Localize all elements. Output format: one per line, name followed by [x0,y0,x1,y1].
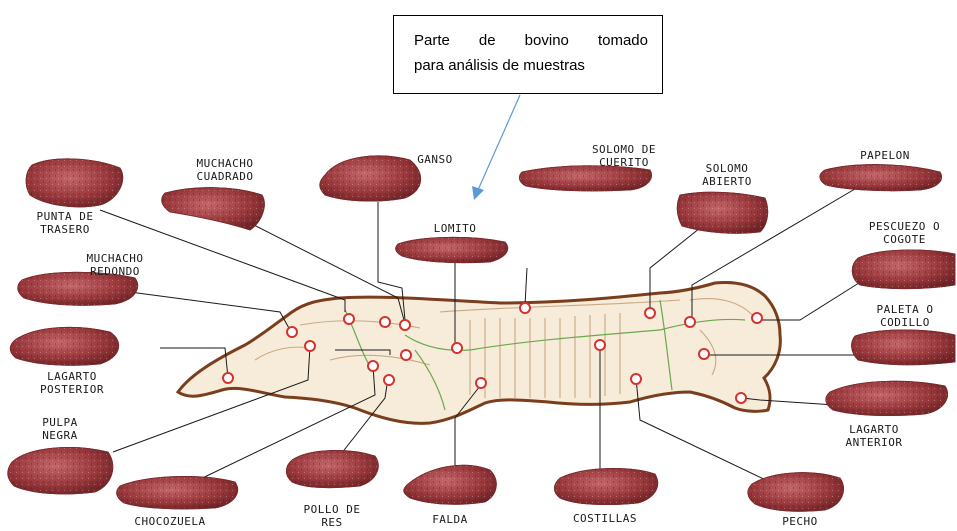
marker-costillas [595,340,605,350]
marker-ganso [380,317,390,327]
marker-chocozuela [368,361,378,371]
marker-pescuezo [752,313,762,323]
label-muchacho-redondo: MUCHACHO REDONDO [70,252,160,278]
marker-punta-de-trasero [344,314,354,324]
label-ganso: GANSO [395,153,475,166]
marker-solomo-de-cuerito [520,303,530,313]
meat-papelon [820,165,942,191]
cow-carcass [178,282,780,423]
callout-arrow [472,95,520,200]
marker-papelon [685,317,695,327]
label-pescuezo-o-cogote: PESCUEZO O COGOTE [852,220,957,246]
callout-box: Parte de bovino tomado para análisis de … [393,15,663,94]
meat-lagarto-posterior [10,327,118,365]
label-pulpa-negra: PULPA NEGRA [25,416,95,442]
marker-falda [476,378,486,388]
label-chocozuela: CHOCOZUELA [115,515,225,528]
label-pecho: PECHO [770,515,830,528]
label-falda: FALDA [415,513,485,526]
marker-muchacho-cuadrado [400,320,410,330]
label-costillas: COSTILLAS [560,512,650,525]
meat-pulpa-negra [8,447,113,494]
callout-line-1: Parte de bovino tomado [414,28,648,53]
label-paleta-o-codillo: PALETA O CODILLO [855,303,955,329]
label-papelon: PAPELON [840,149,930,162]
marker-paleta [699,349,709,359]
callout-line-2: para análisis de muestras [414,53,648,78]
meat-falda [404,465,497,504]
meat-solomo-abierto [677,192,768,233]
meat-paleta [852,330,955,365]
label-lagarto-posterior: LAGARTO POSTERIOR [22,370,122,396]
meat-pescuezo [852,250,955,289]
marker-pollo-de-res [384,375,394,385]
label-solomo-abierto: SOLOMO ABIERTO [682,162,772,188]
marker-lagarto-anterior [736,393,746,403]
meat-solomo-de-cuerito [519,166,651,191]
marker-lomito [452,343,462,353]
meat-chocozuela [117,476,238,509]
marker-pecho [631,374,641,384]
meat-costillas [554,468,657,504]
marker-pulpa-negra [305,341,315,351]
label-muchacho-cuadrado: MUCHACHO CUADRADO [180,157,270,183]
meat-muchacho-cuadrado [162,188,265,230]
label-lagarto-anterior: LAGARTO ANTERIOR [824,423,924,449]
label-solomo-de-cuerito: SOLOMO DE CUERITO [574,143,674,169]
marker-muchacho-redondo [287,327,297,337]
meat-lagarto-anterior [826,381,948,415]
meat-pollo-de-res [286,450,378,487]
marker-solomo-abierto [645,308,655,318]
label-punta-de-trasero: PUNTA DE TRASERO [10,210,120,236]
marker-lagarto-posterior [223,373,233,383]
marker-inner [401,350,411,360]
meat-lomito [396,237,508,262]
label-pollo-de-res: POLLO DE RES [292,503,372,529]
label-lomito: LOMITO [415,222,495,235]
meat-punta-de-trasero [26,159,123,207]
